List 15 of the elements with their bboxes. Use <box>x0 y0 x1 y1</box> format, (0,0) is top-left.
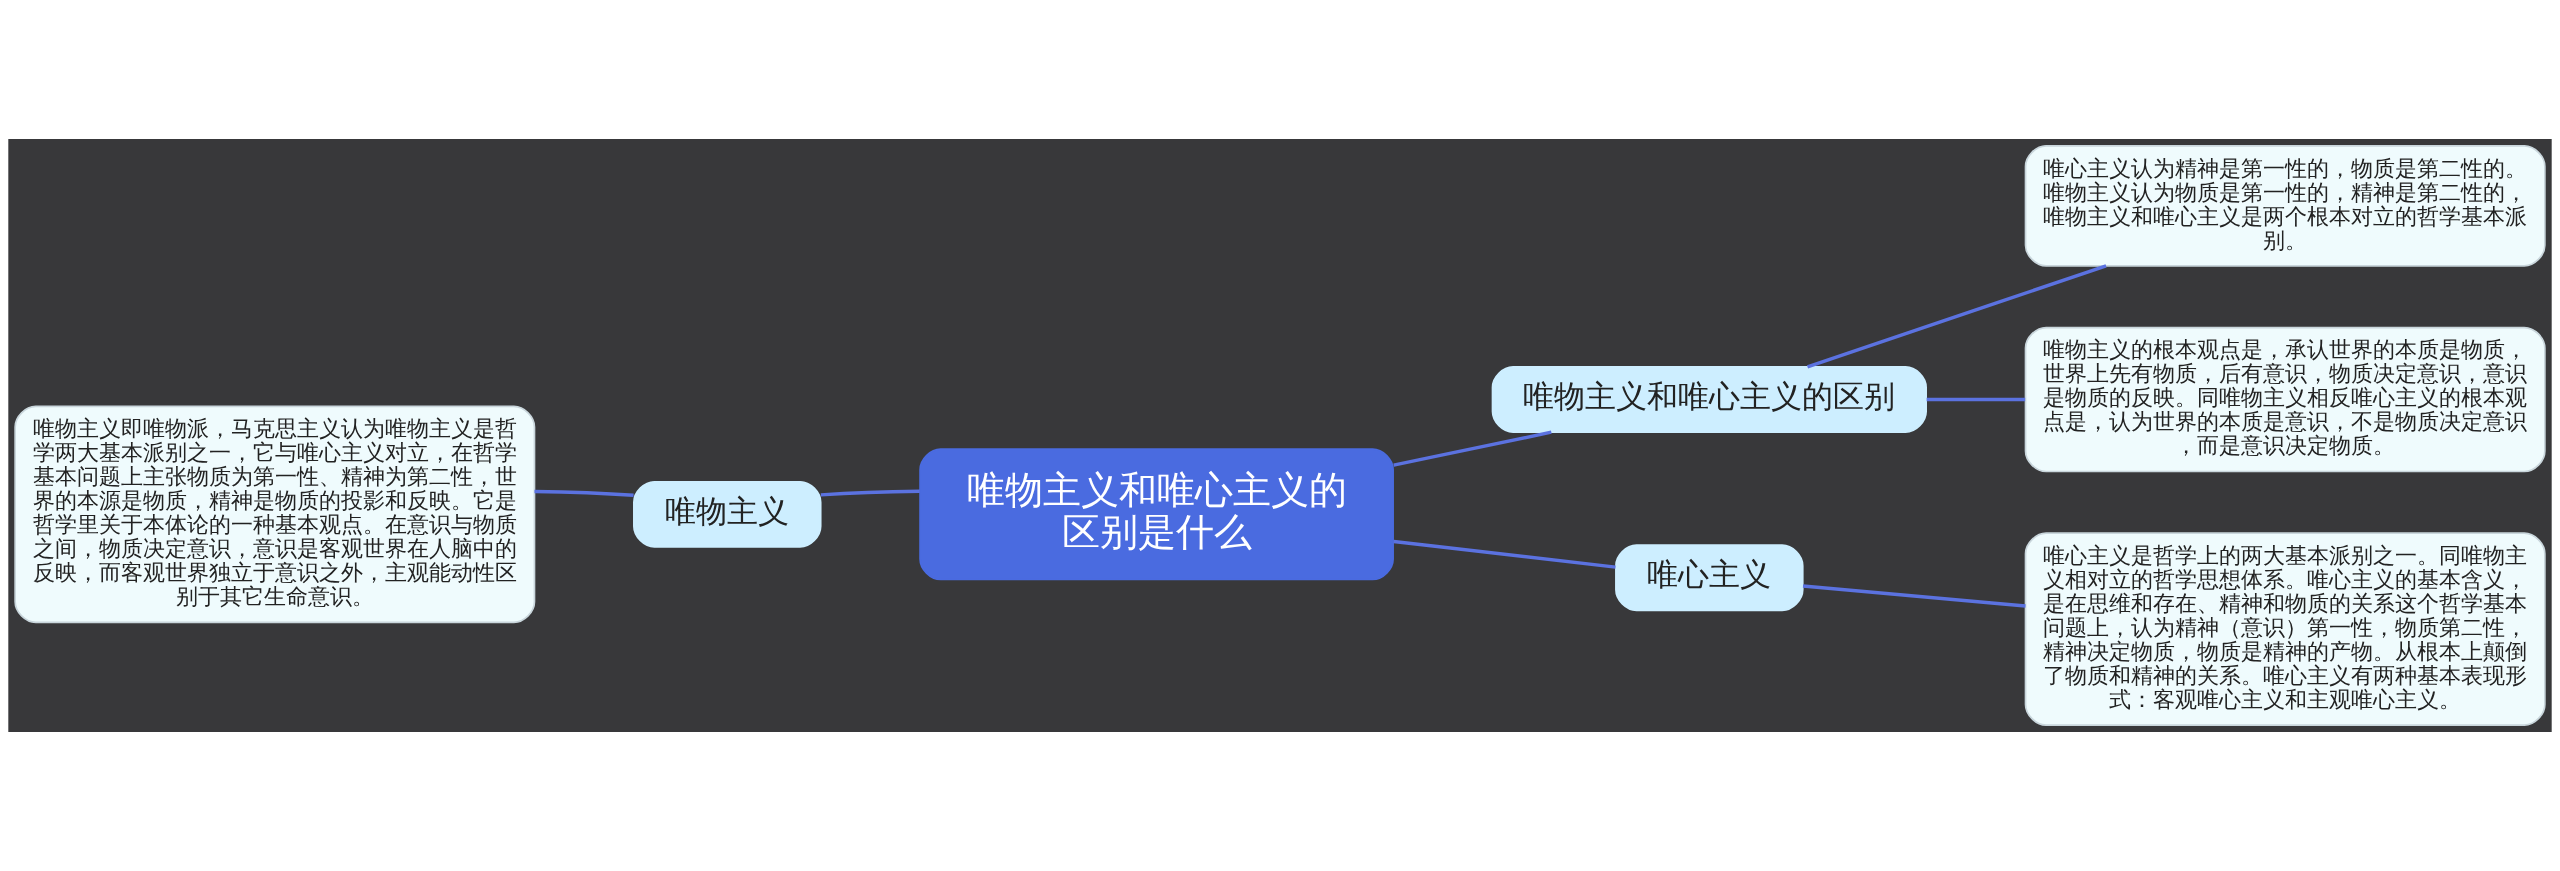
connector <box>820 489 920 497</box>
connector <box>534 489 634 497</box>
connector <box>1393 430 1552 467</box>
connector <box>1926 397 2026 402</box>
node-box: 唯物主义 <box>633 480 822 548</box>
node-box: 唯心主义是哲学上的两大基本派别之一。同唯物主义相对立的哲学思想体系。唯心主义的基本含义，是在思维和存在、精神和物质的关系这个哲学基本问题上，认为精神（意识）第一性，物质第二性，精神决定物质，物质是精神的产物。从根本上颠倒了物质和精神的关系。唯心主义有两种基本表现形式：客观唯心主义和主观唯心主义。 <box>2024 532 2546 726</box>
node-box: 唯物主义即唯物派，马克思主义认为唯物主义是哲学两大基本派别之一，它与唯心主义对立，在哲学基本问题上主张物质为第一性、精神为第二性，世界的本源是物质，精神是物质的投影和反映。它是哲学里关于本体论的一种基本观点。在意识与物质之间，物质决定意识，意识是客观世界在人脑中的反映，而客观世界独立于意识之外，主观能动性区别于其它生命意识。 <box>14 405 536 624</box>
connector <box>1806 264 2107 369</box>
node-box: 唯物主义和唯心主义的区别 <box>1491 366 1927 433</box>
node-box: 唯物主义和唯心主义的区别是什么 <box>919 448 1394 581</box>
connector <box>1802 584 2026 608</box>
node-box: 唯心主义认为精神是第一性的，物质是第二性的。唯物主义认为物质是第一性的，精神是第二性的，唯物主义和唯心主义是两个根本对立的哲学基本派别。 <box>2024 145 2546 267</box>
node-box: 唯心主义 <box>1615 544 1804 612</box>
connector <box>1393 539 1616 569</box>
node-box: 唯物主义的根本观点是，承认世界的本质是物质，世界上先有物质，后有意识，物质决定意识，意识是物质的反映。同唯物主义相反唯心主义的根本观点是，认为世界的本质是意识，不是物质决定意识，而是意识决定物质。 <box>2024 326 2546 473</box>
